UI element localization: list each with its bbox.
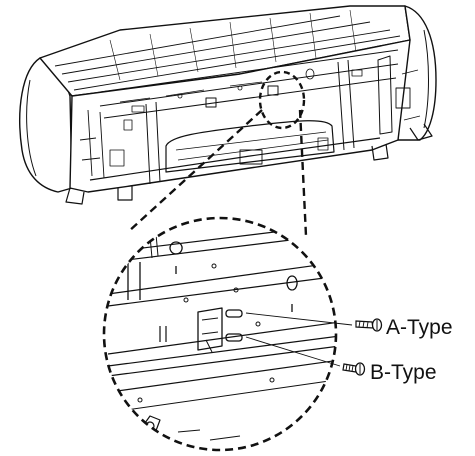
indoor-unit (19, 5, 437, 205)
label-b-type: B-Type (370, 361, 437, 384)
label-a-type: A-Type (386, 316, 453, 339)
screw-a-icon (355, 318, 383, 332)
screw-b-icon (342, 362, 366, 376)
detail-callout-circle (258, 70, 306, 130)
screw-a-group (245, 312, 383, 332)
unit-left-end-cap (19, 57, 73, 193)
callout-leader-lines (127, 109, 308, 237)
unit-back-chassis (69, 39, 411, 193)
zoom-detail-view (104, 218, 336, 450)
zoom-circle-border (102, 216, 338, 452)
screw-b-group (245, 336, 366, 376)
